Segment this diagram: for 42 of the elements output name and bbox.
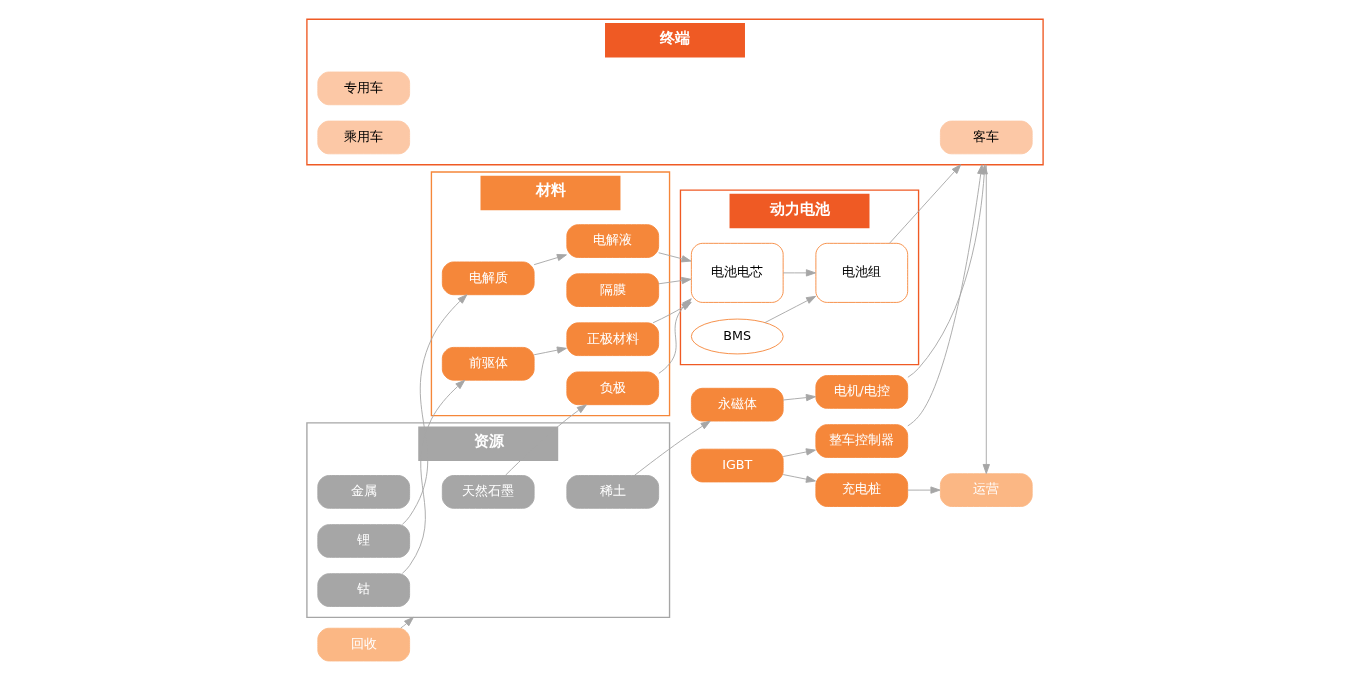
arrow: [401, 294, 468, 525]
node-box: 充电桩: [815, 473, 909, 507]
node-box: 钴: [317, 573, 411, 607]
node-box: 运营: [939, 473, 1033, 507]
arrow: [764, 295, 817, 323]
node-box: 稀土: [566, 475, 660, 509]
node-box: 电机/电控: [815, 375, 909, 409]
arrow: [652, 301, 692, 324]
node-box: 负极: [566, 371, 660, 406]
node-box: 隔膜: [566, 273, 660, 307]
node-box: 永磁体: [690, 387, 784, 422]
node-box: 电池组: [815, 242, 909, 303]
node-box: 锂: [317, 524, 411, 558]
arrow: [782, 448, 816, 457]
node-box: 正极材料: [566, 322, 660, 357]
arrow: [658, 252, 692, 263]
arrow: [400, 616, 414, 629]
arrow: [401, 379, 466, 574]
arrow: [633, 420, 711, 476]
arrow: [889, 164, 962, 244]
arrow: [658, 276, 692, 285]
arrow: [505, 404, 587, 476]
node-box: 电池电芯: [690, 242, 784, 303]
arrow: [782, 474, 816, 483]
arrow: [907, 164, 985, 427]
node-box: 专用车: [317, 71, 411, 106]
node-box: 乘用车: [317, 120, 411, 155]
node-box: 回收: [317, 627, 411, 662]
node-box: IGBT: [690, 448, 784, 483]
arrow: [782, 393, 816, 402]
arrow: [782, 269, 816, 277]
node-ellipse: BMS: [690, 318, 784, 355]
node-box: 电解液: [566, 224, 660, 258]
arrow: [907, 486, 941, 494]
node-box: 电解质: [441, 261, 535, 296]
node-box: 金属: [317, 475, 411, 509]
node-box: 天然石墨: [441, 475, 535, 509]
arrow: [533, 254, 567, 266]
node-box: 客车: [939, 120, 1033, 155]
arrow: [533, 346, 567, 356]
node-box: 前驱体: [441, 346, 535, 381]
node-box: 整车控制器: [815, 424, 909, 458]
